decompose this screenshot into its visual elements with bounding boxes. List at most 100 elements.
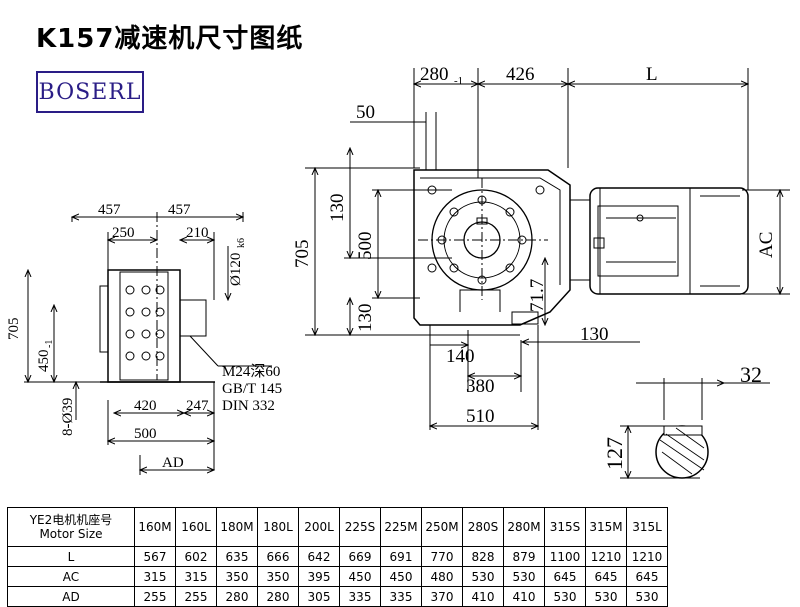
table-header-size: 315L xyxy=(626,507,668,547)
dim-left-210: 210 xyxy=(186,225,209,241)
table-cell: 280 xyxy=(216,586,258,607)
table-cell: 645 xyxy=(626,566,668,587)
table-header-size: 315S xyxy=(544,507,586,547)
table-cell: 530 xyxy=(585,586,627,607)
table-cell: 350 xyxy=(257,566,299,587)
dim-front-130c: 130 xyxy=(580,324,609,345)
dim-left-457b: 457 xyxy=(168,202,191,218)
dim-front-130a: 130 xyxy=(327,194,348,223)
table-header-cn: YE2电机机座号 xyxy=(29,513,113,527)
dim-left-250: 250 xyxy=(112,225,135,241)
table-header-size: 250M xyxy=(421,507,463,547)
table-cell: 645 xyxy=(544,566,586,587)
table-header-en: Motor Size xyxy=(39,527,103,541)
brand-logo: BOSERL xyxy=(36,71,144,113)
dim-front-ac: AC xyxy=(756,232,777,258)
table-cell: 335 xyxy=(339,586,381,607)
table-cell: 530 xyxy=(462,566,504,587)
dim-top-280: 280 xyxy=(420,64,449,85)
dim-left-420: 420 xyxy=(134,398,157,414)
table-cell: 691 xyxy=(380,546,422,567)
table-cell: 315 xyxy=(175,566,217,587)
table-cell: 1210 xyxy=(585,546,627,567)
shaft-section xyxy=(620,378,770,478)
dim-left-450: 450 xyxy=(36,350,52,373)
dim-left-450-tol: -1 xyxy=(44,340,55,348)
table-cell: 645 xyxy=(585,566,627,587)
dim-front-500: 500 xyxy=(355,232,376,261)
table-cell: 1210 xyxy=(626,546,668,567)
table-header-size: 180M xyxy=(216,507,258,547)
brand-logo-text: BOSERL xyxy=(38,79,142,105)
note-standard-din: DIN 332 xyxy=(222,398,275,414)
table-cell: 335 xyxy=(380,586,422,607)
dim-shaft-32: 32 xyxy=(740,362,762,387)
dim-left-ad: AD xyxy=(162,455,184,471)
table-row-label: AC xyxy=(7,566,135,587)
front-view xyxy=(305,68,790,430)
table-cell: 669 xyxy=(339,546,381,567)
table-cell: 410 xyxy=(462,586,504,607)
table-row-label: AD xyxy=(7,586,135,607)
dim-front-380: 380 xyxy=(466,376,495,397)
table-header-size: 225M xyxy=(380,507,422,547)
table-cell: 255 xyxy=(134,586,176,607)
side-view xyxy=(24,212,272,475)
dim-left-247: 247 xyxy=(186,398,209,414)
note-standard-gb: GB/T 145 xyxy=(222,381,282,397)
table-cell: 642 xyxy=(298,546,340,567)
dim-front-140: 140 xyxy=(446,346,475,367)
table-cell: 828 xyxy=(462,546,504,567)
table-cell: 666 xyxy=(257,546,299,567)
table-cell: 410 xyxy=(503,586,545,607)
table-cell: 450 xyxy=(380,566,422,587)
table-cell: 770 xyxy=(421,546,463,567)
table-cell: 395 xyxy=(298,566,340,587)
dim-50: 50 xyxy=(356,102,375,123)
table-row-label: L xyxy=(7,546,135,567)
table-header-label: YE2电机机座号 Motor Size xyxy=(7,507,135,547)
table-header-size: 280M xyxy=(503,507,545,547)
dim-top-280-tol: -1 xyxy=(454,75,463,87)
dim-front-130b: 130 xyxy=(355,304,376,333)
table-cell: 315 xyxy=(134,566,176,587)
dim-left-500: 500 xyxy=(134,426,157,442)
note-thread: M24深60 xyxy=(222,363,280,380)
table-cell: 255 xyxy=(175,586,217,607)
table-header-size: 280S xyxy=(462,507,504,547)
table-cell: 1100 xyxy=(544,546,586,567)
table-cell: 635 xyxy=(216,546,258,567)
table-header-size: 180L xyxy=(257,507,299,547)
table-cell: 602 xyxy=(175,546,217,567)
table-cell: 879 xyxy=(503,546,545,567)
technical-drawing: 457 457 250 210 Ø120 k6 705 450 -1 8-Ø39… xyxy=(6,64,790,500)
table-cell: 450 xyxy=(339,566,381,587)
dim-left-457a: 457 xyxy=(98,202,121,218)
dim-left-120: Ø120 xyxy=(228,253,244,286)
table-cell: 530 xyxy=(544,586,586,607)
dim-top-426: 426 xyxy=(506,64,535,85)
dim-top-l: L xyxy=(646,64,658,85)
table-cell: 480 xyxy=(421,566,463,587)
page-title: K157减速机尺寸图纸 xyxy=(36,24,304,54)
table-cell: 280 xyxy=(257,586,299,607)
dim-front-510: 510 xyxy=(466,406,495,427)
table-header-size: 315M xyxy=(585,507,627,547)
table-header-size: 160M xyxy=(134,507,176,547)
flange-bolt-holes xyxy=(427,185,545,285)
table-cell: 567 xyxy=(134,546,176,567)
dim-front-705: 705 xyxy=(292,240,313,269)
table-cell: 530 xyxy=(503,566,545,587)
housing-bolt-holes xyxy=(125,285,165,361)
table-cell: 370 xyxy=(421,586,463,607)
dim-left-705: 705 xyxy=(6,318,22,341)
dim-front-71-7: 71.7 xyxy=(527,279,548,312)
dim-shaft-127: 127 xyxy=(602,437,627,470)
dim-left-120-tol: k6 xyxy=(236,238,247,248)
table-cell: 350 xyxy=(216,566,258,587)
table-cell: 530 xyxy=(626,586,668,607)
